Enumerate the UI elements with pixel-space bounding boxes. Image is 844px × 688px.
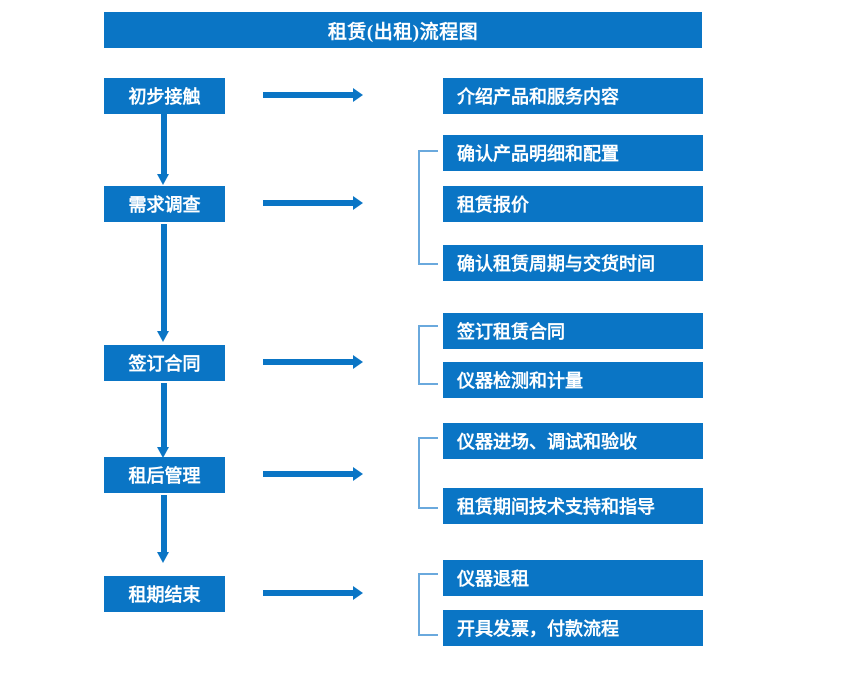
arrow-down-icon-1 bbox=[157, 114, 170, 185]
detail-box-4[interactable]: 确认租赁周期与交货时间 bbox=[443, 245, 703, 281]
arrow-right-icon-3 bbox=[263, 355, 363, 369]
arrow-shaft bbox=[161, 114, 167, 174]
stage-box-5[interactable]: 租期结束 bbox=[104, 576, 225, 612]
arrow-shaft bbox=[263, 200, 355, 206]
page-title: 租赁(出租)流程图 bbox=[104, 12, 702, 48]
stage-box-3[interactable]: 签订合同 bbox=[104, 345, 225, 381]
arrow-down-icon-3 bbox=[157, 383, 170, 458]
arrow-shaft bbox=[161, 495, 167, 552]
arrow-head bbox=[353, 196, 363, 210]
detail-box-1[interactable]: 介绍产品和服务内容 bbox=[443, 78, 703, 114]
detail-box-5[interactable]: 签订租赁合同 bbox=[443, 313, 703, 349]
detail-box-7[interactable]: 仪器进场、调试和验收 bbox=[443, 423, 703, 459]
arrow-head bbox=[353, 88, 363, 102]
detail-box-6[interactable]: 仪器检测和计量 bbox=[443, 362, 703, 398]
arrow-shaft bbox=[263, 92, 355, 98]
arrow-right-icon-2 bbox=[263, 196, 363, 210]
arrow-right-icon-5 bbox=[263, 586, 363, 600]
arrow-head bbox=[353, 467, 363, 481]
detail-box-10[interactable]: 开具发票，付款流程 bbox=[443, 610, 703, 646]
arrow-shaft bbox=[161, 224, 167, 331]
arrow-shaft bbox=[161, 383, 167, 447]
stage-box-1[interactable]: 初步接触 bbox=[104, 78, 225, 114]
arrow-shaft bbox=[263, 359, 355, 365]
detail-box-2[interactable]: 确认产品明细和配置 bbox=[443, 135, 703, 171]
arrow-down-icon-2 bbox=[157, 224, 170, 342]
stage-box-4[interactable]: 租后管理 bbox=[104, 457, 225, 493]
arrow-head bbox=[157, 552, 169, 563]
group-bracket-4 bbox=[418, 437, 438, 509]
group-bracket-3 bbox=[418, 325, 438, 385]
arrow-head bbox=[353, 586, 363, 600]
detail-box-9[interactable]: 仪器退租 bbox=[443, 560, 703, 596]
stage-box-2[interactable]: 需求调查 bbox=[104, 186, 225, 222]
arrow-head bbox=[353, 355, 363, 369]
arrow-head bbox=[157, 174, 169, 185]
arrow-down-icon-4 bbox=[157, 495, 170, 563]
detail-box-3[interactable]: 租赁报价 bbox=[443, 186, 703, 222]
group-bracket-5 bbox=[418, 573, 438, 636]
arrow-head bbox=[157, 331, 169, 342]
arrow-right-icon-1 bbox=[263, 88, 363, 102]
group-bracket-2 bbox=[418, 150, 438, 265]
arrow-right-icon-4 bbox=[263, 467, 363, 481]
arrow-head bbox=[157, 447, 169, 458]
arrow-shaft bbox=[263, 471, 355, 477]
detail-box-8[interactable]: 租赁期间技术支持和指导 bbox=[443, 488, 703, 524]
arrow-shaft bbox=[263, 590, 355, 596]
